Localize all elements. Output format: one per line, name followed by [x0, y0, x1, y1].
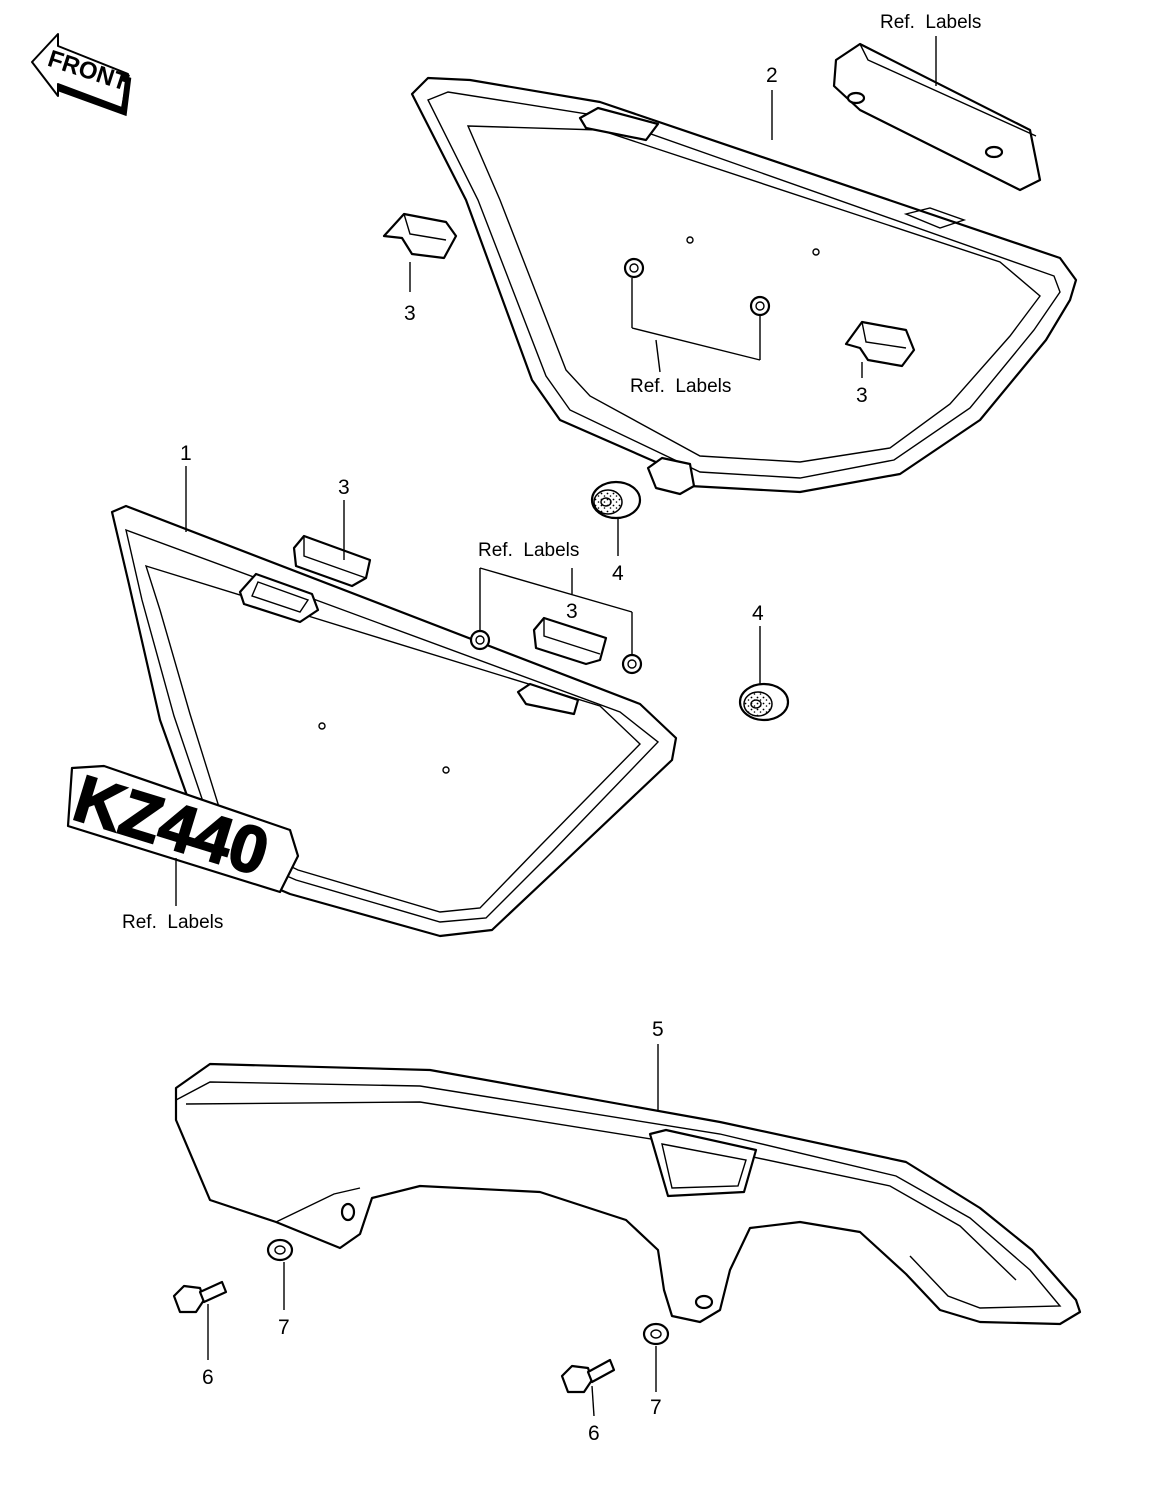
callout-grommet-a: 4 [612, 562, 624, 585]
callout-washer-a: 7 [278, 1316, 290, 1339]
chain-cover [174, 1044, 1082, 1326]
callout-damper-c: 3 [338, 476, 350, 499]
callout-grommet-b: 4 [752, 602, 764, 625]
callout-damper-d: 3 [566, 600, 578, 623]
callout-damper-b: 3 [856, 384, 868, 407]
grommet-a [590, 480, 642, 556]
label-plate [832, 36, 1042, 192]
damper-b [844, 320, 916, 378]
ref-labels-emblem: Ref. Labels [122, 912, 223, 933]
callout-damper-a: 3 [404, 302, 416, 325]
callout-bolt-a: 6 [202, 1366, 214, 1389]
callout-side-cover-right: 2 [766, 64, 778, 87]
washer-b [642, 1322, 670, 1392]
ref-labels-left-cover: Ref. Labels [478, 540, 579, 561]
damper-d [532, 616, 608, 666]
callout-side-cover-left: 1 [180, 442, 192, 465]
damper-c [292, 500, 372, 588]
callout-chain-cover: 5 [652, 1018, 664, 1041]
ref-labels-top-right: Ref. Labels [880, 12, 981, 33]
ref-labels-right-cover: Ref. Labels [630, 376, 731, 397]
bolt-a [172, 1280, 228, 1360]
grommet-b [738, 626, 790, 722]
callout-bolt-b: 6 [588, 1422, 600, 1445]
washer-a [266, 1238, 294, 1310]
right-side-cover [410, 76, 1078, 496]
bolt-b [560, 1358, 616, 1417]
damper-a [382, 212, 458, 292]
front-arrow-icon: FRONT [31, 33, 132, 117]
callout-washer-b: 7 [650, 1396, 662, 1419]
